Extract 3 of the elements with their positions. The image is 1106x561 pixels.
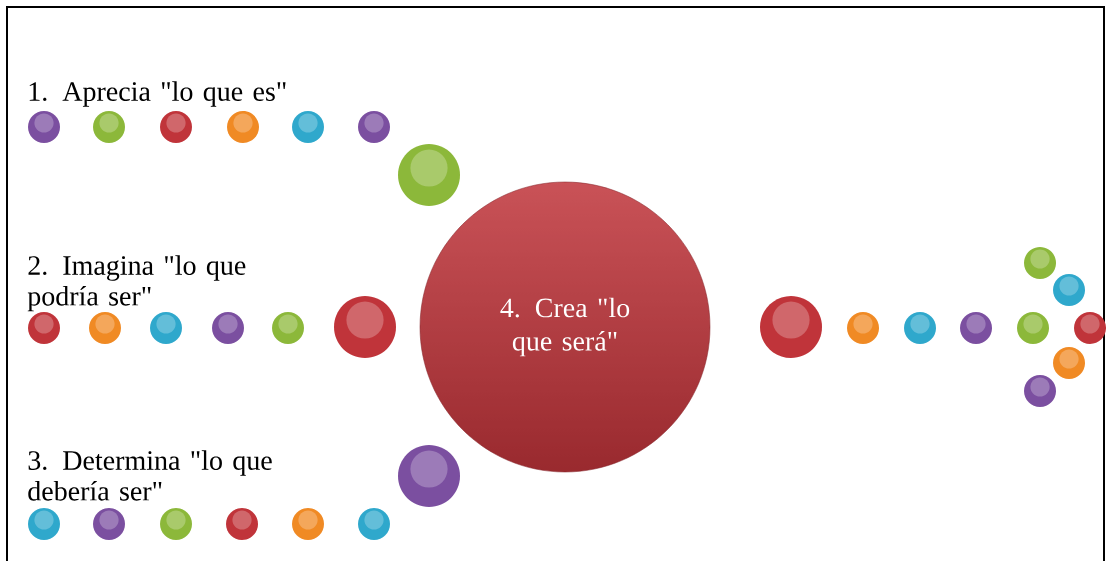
step-label: 1. Aprecia "lo que es" <box>29 81 286 107</box>
step-label: 3. Determina "lo que debería ser" <box>28 450 272 501</box>
step-label: 2. Imagina "lo que podría ser" <box>27 255 246 312</box>
